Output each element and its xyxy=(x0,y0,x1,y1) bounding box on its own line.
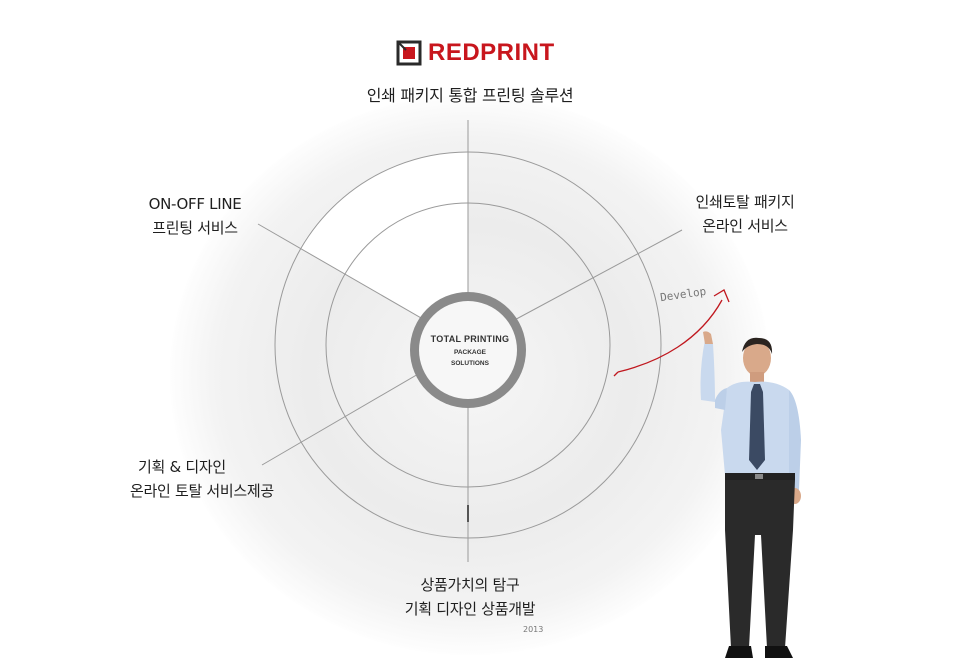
brand-logo[interactable]: REDPRINT xyxy=(396,38,555,68)
arrow-head xyxy=(713,289,730,303)
brand-name: REDPRINT xyxy=(428,39,555,67)
label-top-right-line1: 인쇄토탈 패키지 xyxy=(695,193,795,211)
center-line2: PACKAGE xyxy=(453,349,487,356)
brand-name-red: RED xyxy=(428,39,481,66)
businessman-pointing-icon xyxy=(700,331,801,658)
page-subtitle: 인쇄 패키지 통합 프린팅 솔루션 xyxy=(366,86,574,105)
curved-arrow-icon xyxy=(617,299,723,373)
label-top-left-line2: 프린팅 서비스 xyxy=(152,219,238,237)
center-line3: SOLUTIONS xyxy=(451,360,489,367)
year-label: 2013 xyxy=(523,625,544,634)
redprint-logo-icon xyxy=(396,40,422,66)
center-title: TOTAL PRINTING xyxy=(430,334,510,344)
label-top-right: 인쇄토탈 패키지 온라인 서비스 xyxy=(670,190,820,238)
label-top-left: ON-OFF LINE 프린팅 서비스 xyxy=(130,192,260,240)
label-bottom-left-line1: 기획 & 디자인 xyxy=(138,458,226,476)
highlight-sector xyxy=(300,151,468,345)
label-top-right-line2: 온라인 서비스 xyxy=(702,217,788,235)
arrow-tail xyxy=(613,371,619,377)
center-hub xyxy=(419,301,517,399)
label-bottom-line2: 기획 디자인 상품개발 xyxy=(404,600,536,618)
label-bottom-left: 기획 & 디자인 온라인 토탈 서비스제공 xyxy=(130,455,313,503)
label-bottom: 상품가치의 탐구 기획 디자인 상품개발 xyxy=(380,573,560,621)
brand-name-dark: PRINT xyxy=(480,39,555,66)
label-bottom-line1: 상품가치의 탐구 xyxy=(420,576,520,594)
label-bottom-left-line2: 온라인 토탈 서비스제공 xyxy=(130,482,274,500)
label-top-left-line1: ON-OFF LINE xyxy=(148,195,242,213)
